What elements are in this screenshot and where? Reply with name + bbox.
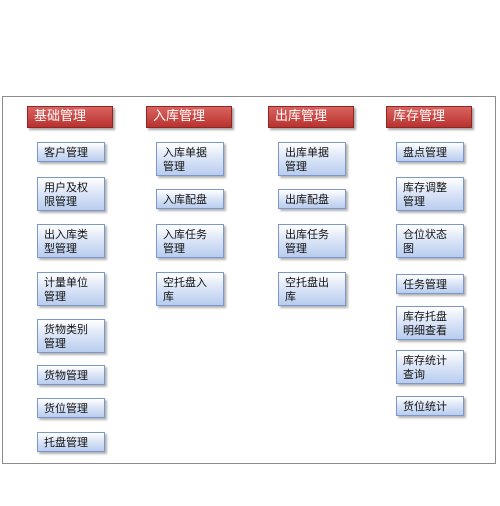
node-user-permission-management: 用户及权 限管理 bbox=[37, 177, 105, 211]
node-empty-pallet-inbound: 空托盘入 库 bbox=[156, 272, 224, 306]
node-inventory-adjustment-management: 库存调整 管理 bbox=[396, 177, 464, 211]
node-inbound-document-management: 入库单据 管理 bbox=[156, 142, 224, 176]
header-inventory-management: 库存管理 bbox=[386, 106, 472, 128]
header-basic-management: 基础管理 bbox=[27, 106, 113, 128]
node-outbound-task-management: 出库任务 管理 bbox=[278, 224, 346, 258]
node-inventory-pallet-detail: 库存托盘 明细查看 bbox=[396, 306, 464, 340]
node-customer-management: 客户管理 bbox=[37, 142, 105, 162]
node-stocktaking-management: 盘点管理 bbox=[396, 142, 464, 162]
node-location-status-map: 仓位状态 图 bbox=[396, 224, 464, 258]
node-location-statistics: 货位统计 bbox=[396, 396, 464, 416]
node-task-management: 任务管理 bbox=[396, 274, 464, 294]
node-goods-management: 货物管理 bbox=[37, 365, 105, 385]
header-outbound-management: 出库管理 bbox=[268, 106, 354, 128]
node-inbound-task-management: 入库任务 管理 bbox=[156, 224, 224, 258]
node-unit-management: 计量单位 管理 bbox=[37, 272, 105, 306]
node-outbound-document-management: 出库单据 管理 bbox=[278, 142, 346, 176]
header-inbound-management: 入库管理 bbox=[146, 106, 232, 128]
node-outbound-pallet-matching: 出库配盘 bbox=[278, 189, 346, 209]
node-in-out-type-management: 出入库类 型管理 bbox=[37, 224, 105, 258]
node-location-management: 货位管理 bbox=[37, 398, 105, 418]
node-inventory-statistics-query: 库存统计 查询 bbox=[396, 350, 464, 384]
node-inbound-pallet-matching: 入库配盘 bbox=[156, 189, 224, 209]
diagram-frame: 基础管理 客户管理 用户及权 限管理 出入库类 型管理 计量单位 管理 货物类别… bbox=[2, 96, 496, 464]
node-empty-pallet-outbound: 空托盘出 库 bbox=[278, 272, 346, 306]
node-pallet-management: 托盘管理 bbox=[37, 432, 105, 452]
node-goods-category-management: 货物类别 管理 bbox=[37, 319, 105, 353]
